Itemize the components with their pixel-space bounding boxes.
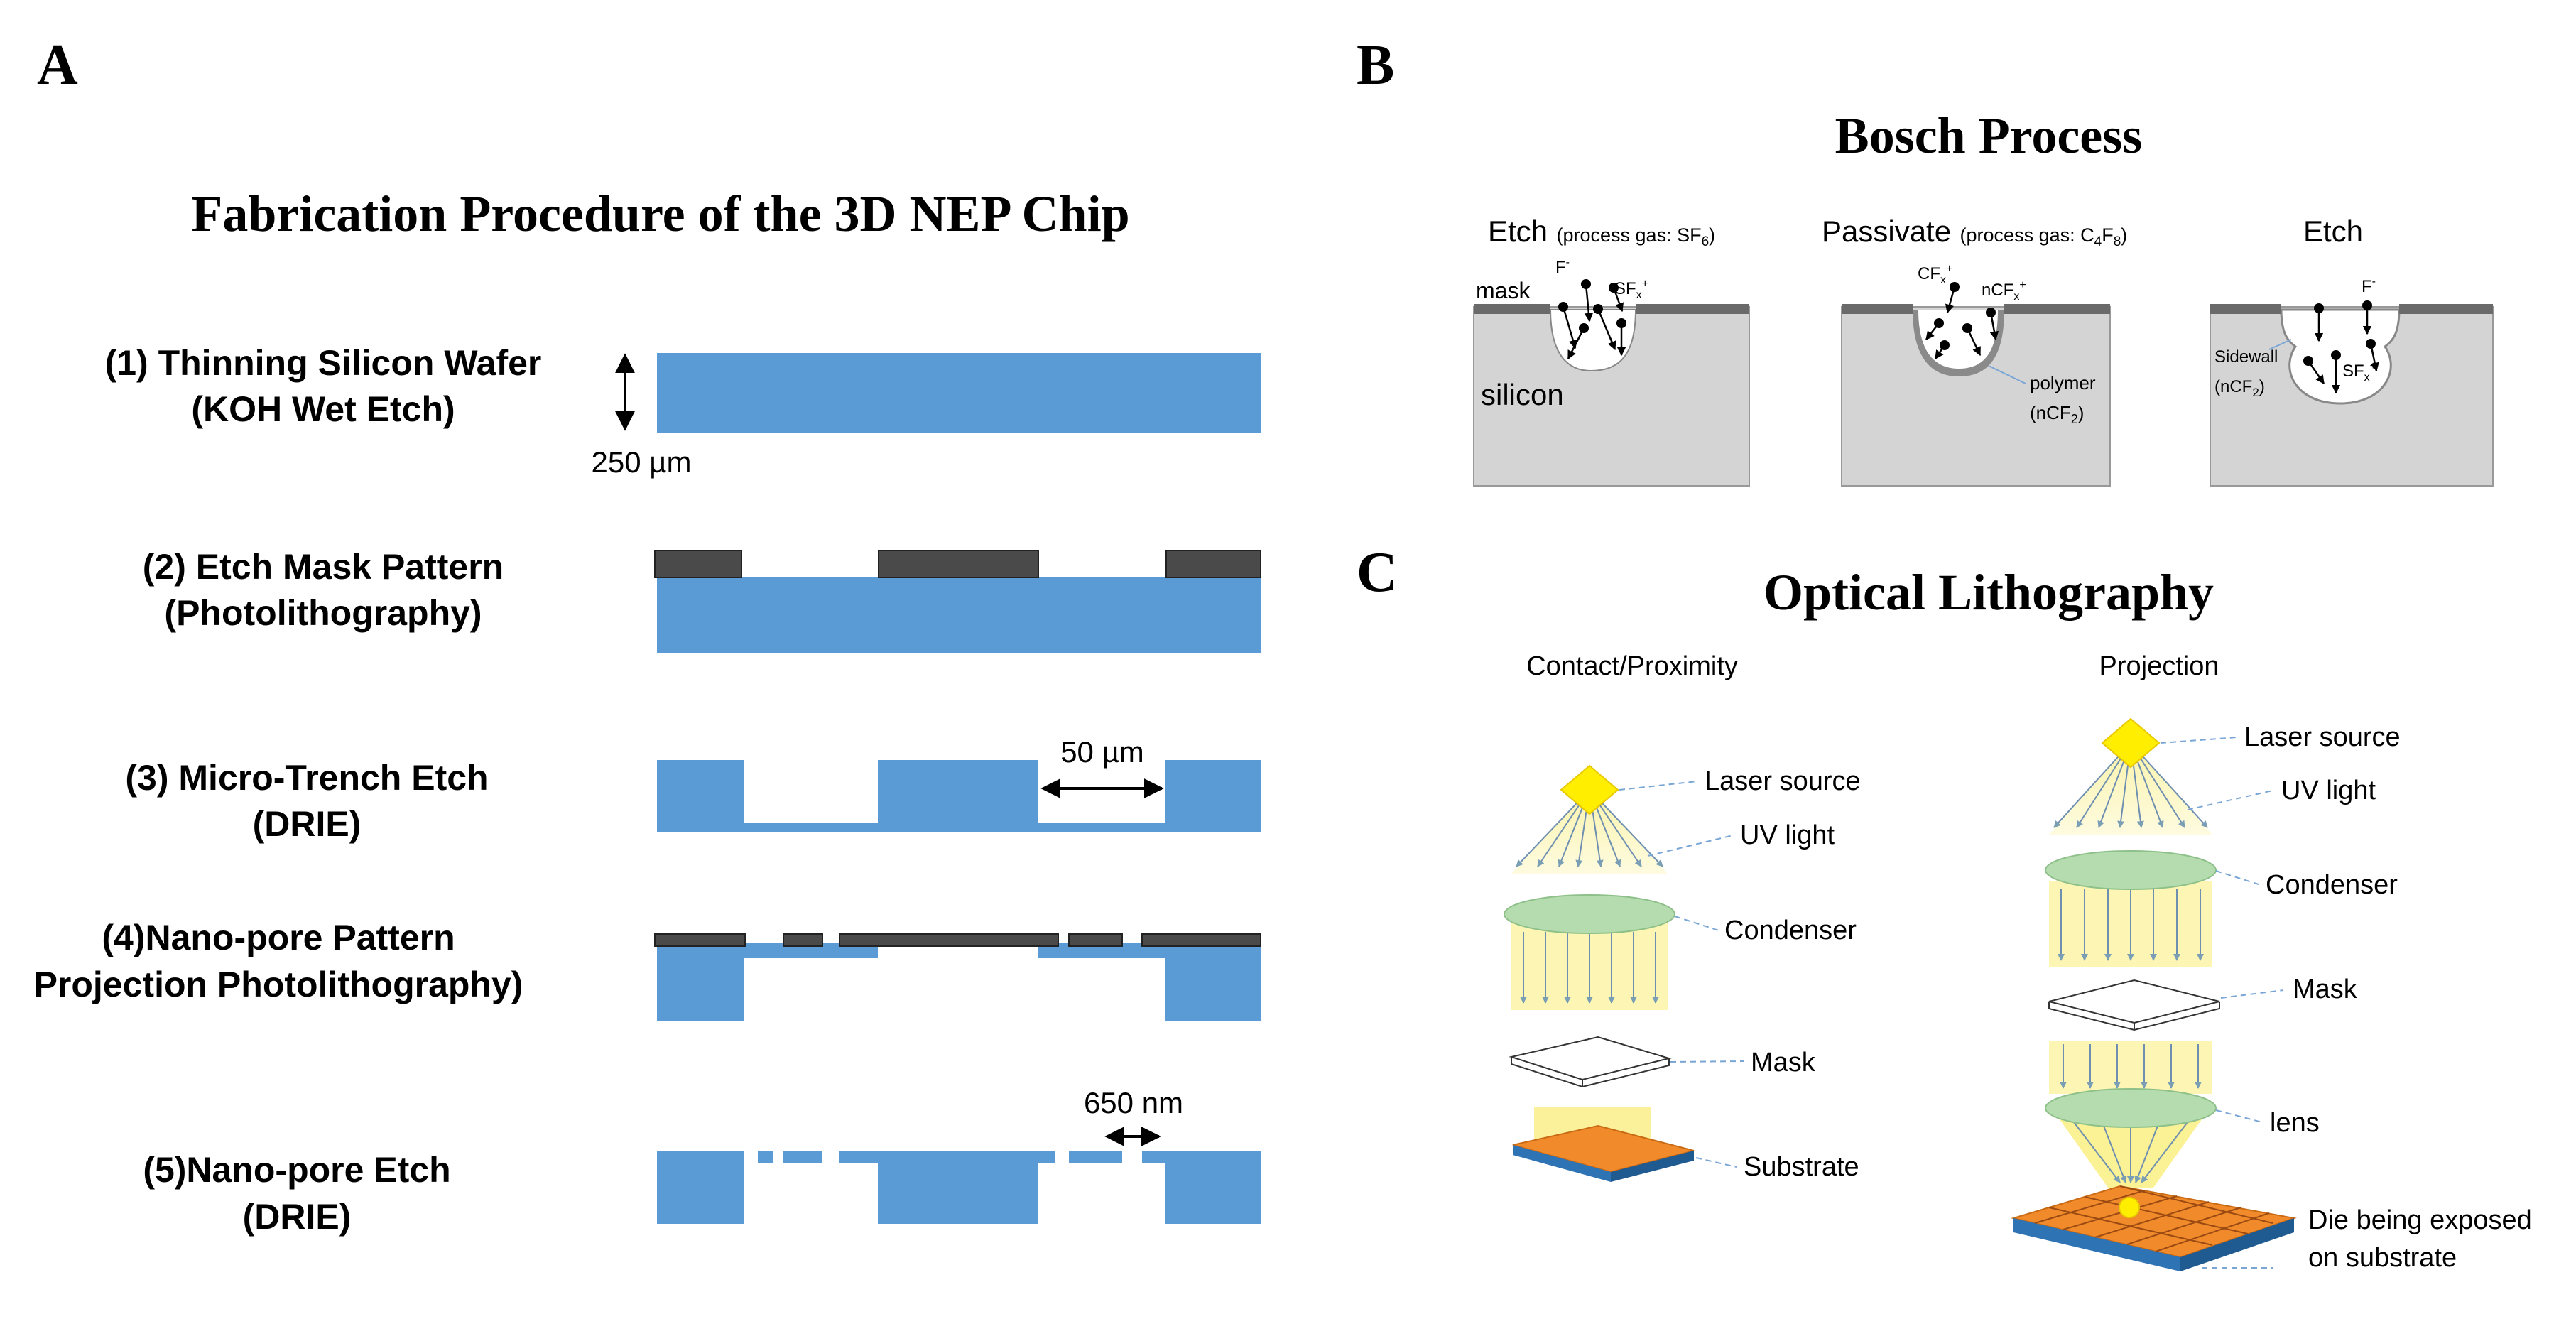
panel-a: A Fabrication Procedure of the 3D NEP Ch… bbox=[34, 34, 1261, 1237]
f-ion-label-3: F- bbox=[2362, 276, 2376, 296]
resist-block bbox=[654, 933, 746, 947]
polymer-label: polymer (nCF2) bbox=[2030, 372, 2101, 426]
sidewall-label: Sidewall (nCF2) bbox=[2214, 347, 2283, 399]
wafer-step-3 bbox=[657, 760, 1261, 832]
lens-label-projection: lens bbox=[2270, 1108, 2320, 1138]
panel-c: C Optical Lithography Contact/Proximity … bbox=[1357, 541, 2532, 1273]
sfx-ion-label: SFx+ bbox=[1614, 278, 1648, 301]
substrate-label-contact: Substrate bbox=[1744, 1152, 1859, 1182]
wafer-step-5 bbox=[657, 1151, 1261, 1224]
thickness-label: 250 µm bbox=[592, 445, 692, 479]
projection-column: Laser source UV light Condenser Mask len… bbox=[2011, 717, 2532, 1273]
cfx-ion-label: CFx+ bbox=[1918, 263, 1952, 286]
laser-source-label-projection: Laser source bbox=[2244, 722, 2401, 752]
stage-1-header: Etch (process gas: SF6) bbox=[1488, 215, 1715, 249]
mask-block bbox=[1165, 550, 1261, 578]
uv-light-label-contact: UV light bbox=[1740, 820, 1835, 850]
contact-column: Laser source UV light Condenser Mask Sub… bbox=[1504, 764, 1861, 1182]
stage-2-header: Passivate (process gas: C4F8) bbox=[1822, 215, 2127, 249]
panel-c-title: Optical Lithography bbox=[1763, 564, 2214, 621]
resist-block bbox=[1141, 933, 1261, 947]
silicon-label: silicon bbox=[1481, 378, 1564, 411]
mask-plate-icon bbox=[2048, 979, 2220, 1031]
step-4-line-1: (4)Nano-pore Pattern bbox=[102, 918, 455, 957]
uv-light-label-projection: UV light bbox=[2281, 776, 2376, 805]
step-5-line-2: (DRIE) bbox=[243, 1197, 352, 1237]
projection-heading: Projection bbox=[2099, 651, 2219, 681]
wafer-step-4 bbox=[657, 943, 1261, 1021]
step-2-line-2: (Photolithography) bbox=[164, 593, 482, 633]
pore-width-label: 650 nm bbox=[1084, 1086, 1183, 1119]
mask-label-projection: Mask bbox=[2293, 975, 2358, 1004]
substrate-icon bbox=[1512, 1124, 1695, 1182]
ncfx-ion-label: nCFx+ bbox=[1982, 279, 2026, 303]
die-label-line-2: on substrate bbox=[2308, 1243, 2457, 1273]
resist-block bbox=[783, 933, 823, 947]
mask-label: mask bbox=[1476, 278, 1531, 303]
resist-block bbox=[1068, 933, 1123, 947]
mask-plate-icon bbox=[1509, 1036, 1672, 1088]
die-substrate-icon bbox=[2011, 1185, 2297, 1271]
f-ion-label: F- bbox=[1555, 256, 1570, 277]
step-1-line-2: (KOH Wet Etch) bbox=[191, 389, 455, 429]
panel-b: B Bosch Process Etch (process gas: SF6) … bbox=[1357, 34, 2494, 487]
laser-source-label-contact: Laser source bbox=[1705, 766, 1861, 796]
laser-source-icon bbox=[1560, 764, 1619, 815]
step-4-line-2: Projection Photolithography) bbox=[34, 965, 523, 1004]
die-label-line-1: Die being exposed bbox=[2308, 1205, 2532, 1235]
condenser-label-projection: Condenser bbox=[2266, 870, 2398, 900]
projection-lens-icon bbox=[2045, 1088, 2217, 1128]
wafer-step-1 bbox=[657, 353, 1261, 433]
panel-c-letter: C bbox=[1357, 541, 1398, 604]
contact-heading: Contact/Proximity bbox=[1526, 651, 1738, 681]
mask-block bbox=[878, 550, 1039, 578]
panel-b-title: Bosch Process bbox=[1835, 107, 2143, 164]
laser-source-icon bbox=[2101, 717, 2161, 769]
mask-label-contact: Mask bbox=[1751, 1048, 1816, 1078]
step-5-line-1: (5)Nano-pore Etch bbox=[143, 1150, 450, 1190]
trench-width-label: 50 µm bbox=[1060, 735, 1144, 769]
wafer-step-2 bbox=[657, 577, 1261, 653]
bosch-stage-1: mask silicon F- SFx+ bbox=[1473, 256, 1750, 487]
bosch-stage-2: CFx+ nCFx+ polymer (nCF2) bbox=[1841, 263, 2111, 487]
step-1-line-1: (1) Thinning Silicon Wafer bbox=[105, 343, 542, 383]
resist-block bbox=[839, 933, 1059, 947]
condenser-lens-icon bbox=[1504, 894, 1675, 934]
panel-a-title: Fabrication Procedure of the 3D NEP Chip bbox=[191, 185, 1129, 242]
step-3-line-1: (3) Micro-Trench Etch bbox=[125, 758, 488, 798]
step-2-line-1: (2) Etch Mask Pattern bbox=[143, 547, 504, 587]
condenser-label-contact: Condenser bbox=[1724, 916, 1857, 945]
bosch-stage-3: F- SFx+ Sidewall (nCF2) bbox=[2210, 276, 2494, 487]
condenser-lens-icon bbox=[2045, 850, 2217, 890]
mask-block bbox=[654, 550, 742, 578]
step-3-line-2: (DRIE) bbox=[253, 804, 362, 844]
panel-a-letter: A bbox=[37, 34, 78, 97]
panel-b-letter: B bbox=[1357, 34, 1394, 97]
stage-3-header: Etch bbox=[2303, 215, 2363, 248]
